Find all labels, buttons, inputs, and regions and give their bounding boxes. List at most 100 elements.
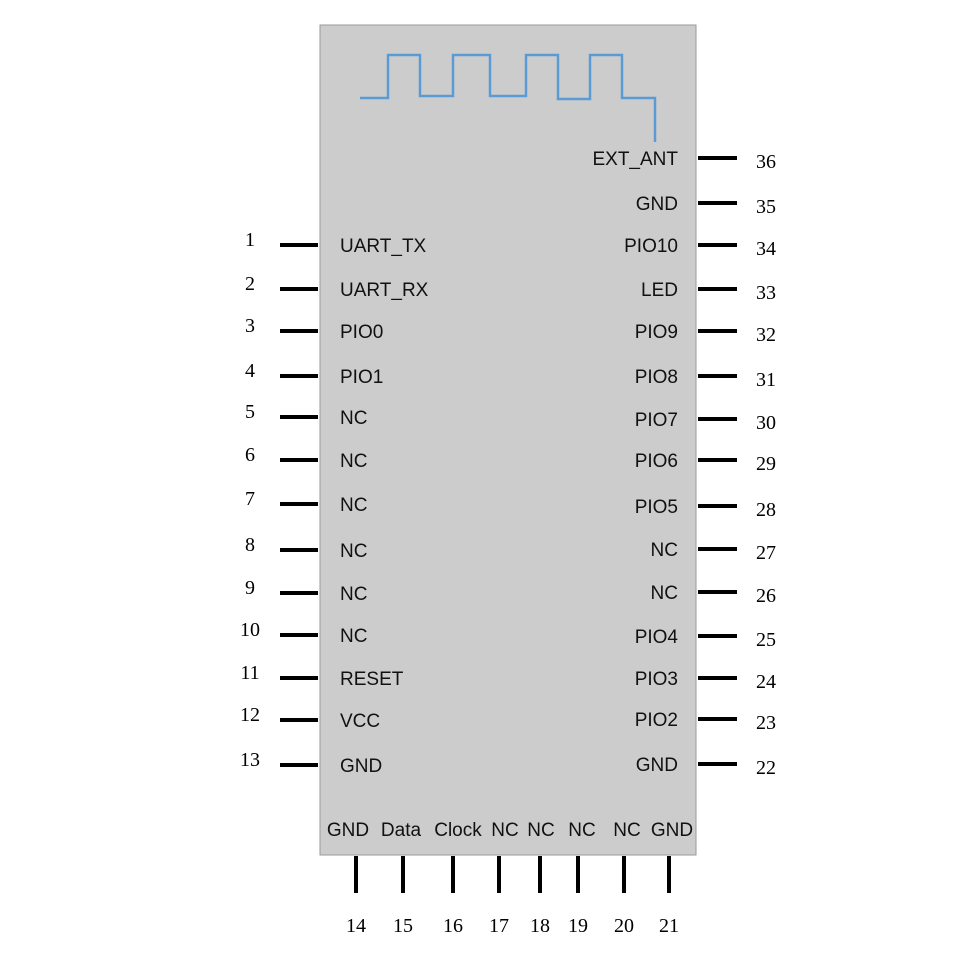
pin-label: Data [381, 820, 422, 841]
pin-number: 25 [756, 629, 776, 651]
pin-label: PIO3 [635, 669, 678, 690]
pin-number: 13 [240, 749, 260, 771]
pin-label: PIO1 [340, 367, 383, 388]
pin-9: 9 NC [245, 577, 367, 605]
pin-29: 29 PIO6 [635, 451, 776, 475]
pin-label: PIO2 [635, 710, 678, 731]
pin-31: 31 PIO8 [635, 367, 776, 391]
pin-20: 20 NC [613, 820, 640, 937]
pin-number: 33 [756, 282, 776, 304]
pin-label: UART_TX [340, 236, 427, 257]
pin-number: 2 [245, 273, 255, 295]
pin-number: 7 [245, 488, 255, 510]
pin-number: 4 [245, 360, 255, 382]
pin-label: PIO7 [635, 410, 678, 431]
pin-3: 3 PIO0 [245, 315, 383, 343]
pin-28: 28 PIO5 [635, 497, 776, 521]
pin-10: 10 NC [240, 619, 367, 647]
pin-6: 6 NC [245, 444, 367, 472]
pin-17: 17 NC [489, 820, 519, 937]
pin-label: PIO0 [340, 322, 383, 343]
pin-number: 12 [240, 704, 260, 726]
pin-11: 11 RESET [240, 662, 403, 690]
module-body [319, 24, 697, 856]
pin-label: PIO5 [635, 497, 678, 518]
pin-7: 7 NC [245, 488, 367, 516]
pin-number: 17 [489, 915, 509, 937]
pin-number: 32 [756, 324, 776, 346]
pin-label: NC [340, 584, 367, 605]
pin-number: 10 [240, 619, 260, 641]
pin-30: 30 PIO7 [635, 410, 776, 434]
pin-label: RESET [340, 669, 404, 690]
pin-number: 6 [245, 444, 255, 466]
pin-label: NC [651, 540, 678, 561]
pin-33: 33 LED [641, 280, 776, 304]
pin-number: 29 [756, 453, 776, 475]
pin-35: 35 GND [636, 194, 776, 218]
pin-label: NC [527, 820, 554, 841]
pin-25: 25 PIO4 [635, 627, 776, 651]
pin-label: NC [340, 451, 367, 472]
pin-5: 5 NC [245, 401, 367, 429]
pin-label: NC [491, 820, 518, 841]
pin-number: 1 [245, 229, 255, 251]
pin-number: 19 [568, 915, 588, 937]
pin-number: 11 [240, 662, 259, 684]
pin-label: VCC [340, 711, 380, 732]
pin-number: 5 [245, 401, 255, 423]
pin-label: EXT_ANT [592, 149, 678, 170]
pin-number: 20 [614, 915, 634, 937]
pin-label: NC [340, 541, 367, 562]
pin-number: 23 [756, 712, 776, 734]
pin-label: GND [651, 820, 693, 841]
pin-13: 13 GND [240, 749, 382, 777]
pin-label: NC [340, 495, 367, 516]
pin-number: 26 [756, 585, 776, 607]
pin-label: Clock [434, 820, 482, 841]
pin-label: LED [641, 280, 678, 301]
pin-label: PIO10 [624, 236, 678, 257]
pin-number: 8 [245, 534, 255, 556]
pin-2: 2 UART_RX [245, 273, 429, 301]
pin-label: PIO9 [635, 322, 678, 343]
pin-label: UART_RX [340, 280, 429, 301]
pin-label: GND [636, 194, 678, 215]
pin-label: NC [340, 626, 367, 647]
pin-label: GND [327, 820, 369, 841]
pin-label: GND [340, 756, 382, 777]
pin-label: PIO6 [635, 451, 678, 472]
pin-number: 18 [530, 915, 550, 937]
pin-4: 4 PIO1 [245, 360, 383, 388]
pin-number: 35 [756, 196, 776, 218]
pin-label: NC [568, 820, 595, 841]
pin-label: NC [613, 820, 640, 841]
pin-1: 1 UART_TX [245, 229, 427, 257]
pin-12: 12 VCC [240, 704, 380, 732]
pin-number: 9 [245, 577, 255, 599]
pin-number: 28 [756, 499, 776, 521]
pin-label: PIO4 [635, 627, 679, 648]
pin-number: 31 [756, 369, 776, 391]
pin-23: 23 PIO2 [635, 710, 776, 734]
pin-8: 8 NC [245, 534, 367, 562]
pin-label: PIO8 [635, 367, 678, 388]
pin-label: NC [340, 408, 367, 429]
pin-number: 30 [756, 412, 776, 434]
antenna-trace-icon [360, 53, 657, 142]
pin-number: 3 [245, 315, 255, 337]
